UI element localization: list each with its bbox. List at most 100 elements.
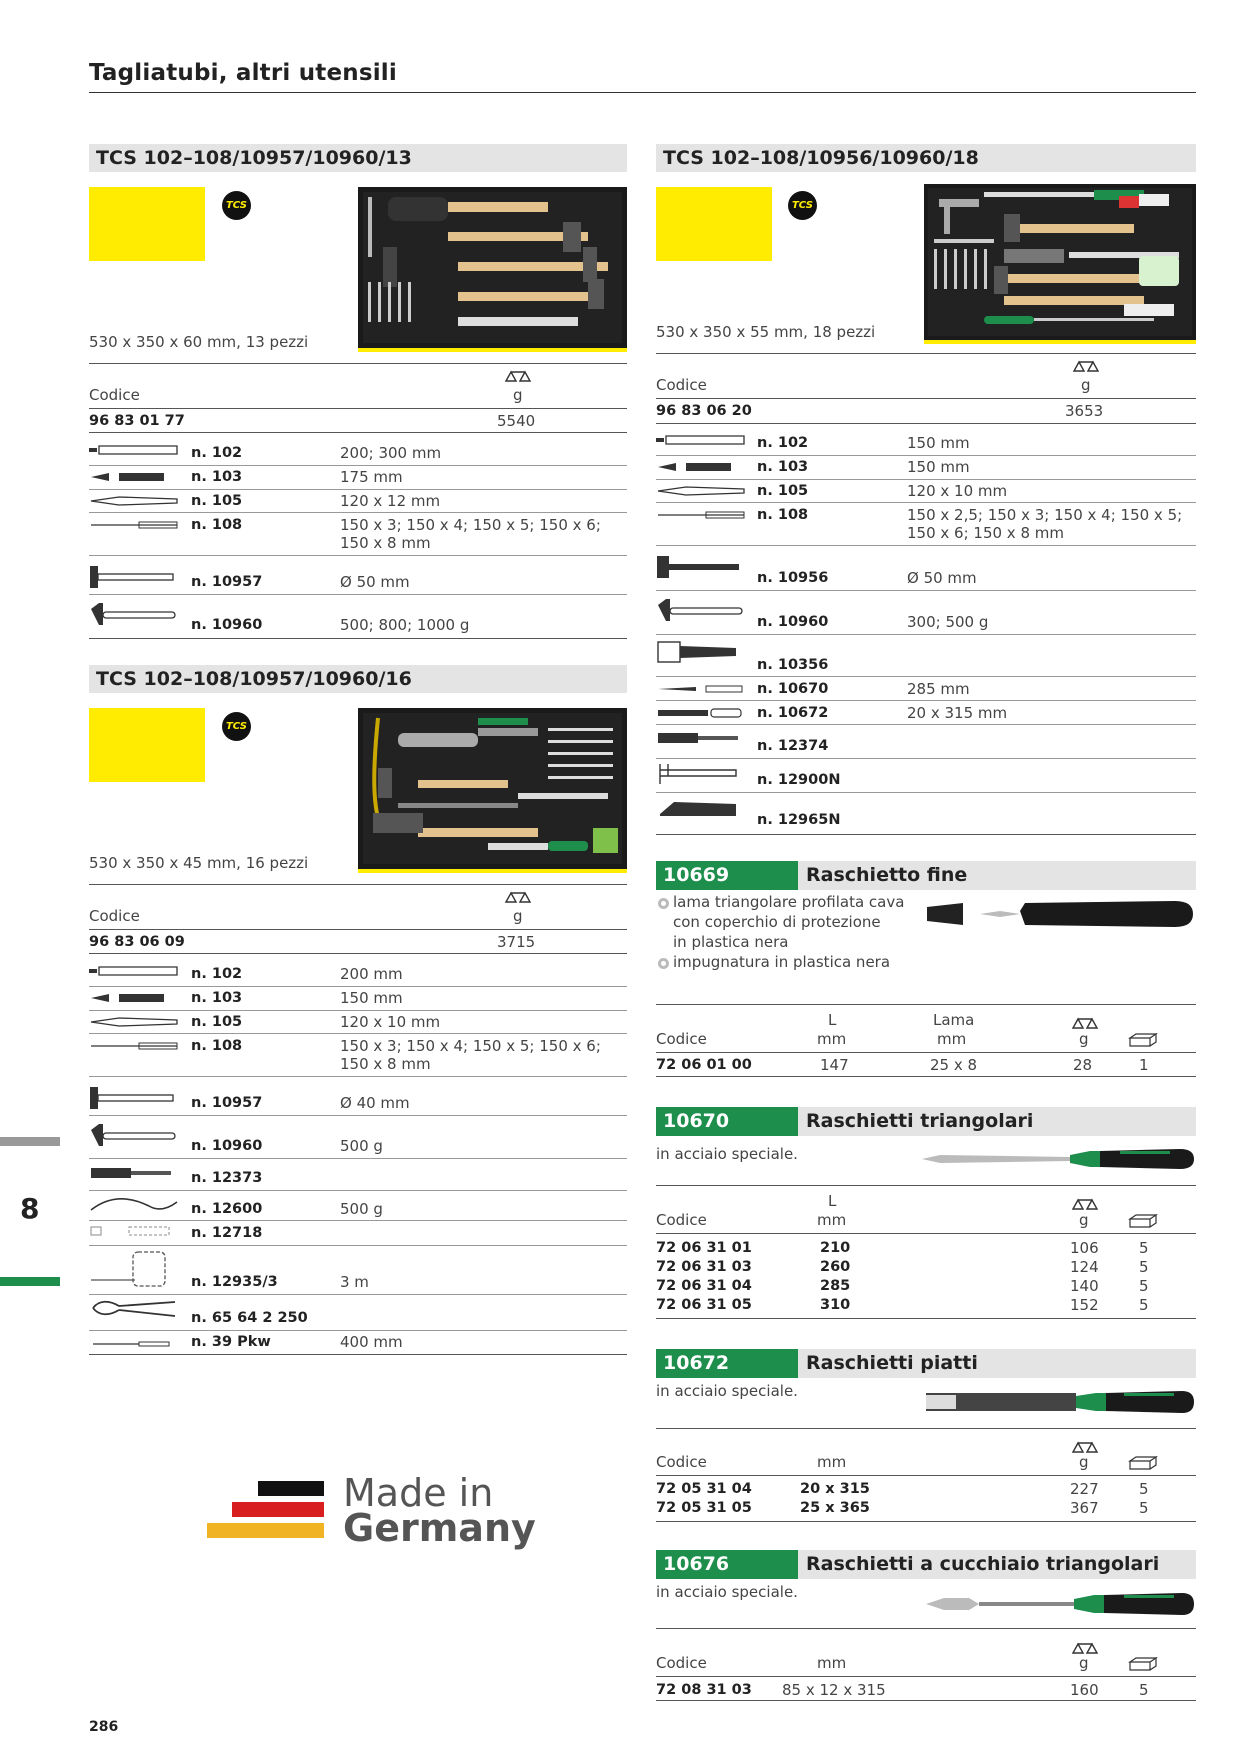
col-head-unit: mm bbox=[817, 1453, 847, 1471]
set18-row-n: n. 10956 bbox=[757, 570, 829, 586]
divider bbox=[89, 884, 627, 885]
germany-text: Germany bbox=[343, 1506, 536, 1550]
row-code: 72 05 31 04 bbox=[656, 1481, 752, 1497]
tool-icon bbox=[89, 990, 179, 1008]
flag-black-stripe bbox=[258, 1481, 324, 1496]
weight-unit: g bbox=[1079, 1211, 1089, 1229]
set13-row-value-cont: 150 x 8 mm bbox=[340, 534, 431, 552]
set18-row-n: n. 12965N bbox=[757, 812, 841, 828]
set16-row-n: n. 105 bbox=[191, 1014, 243, 1030]
tcs-badge-icon: TCS bbox=[788, 191, 817, 220]
divider bbox=[89, 512, 627, 513]
bullet-text: lama triangolare profilata cava bbox=[673, 893, 905, 911]
divider bbox=[656, 545, 1196, 546]
divider bbox=[89, 1354, 627, 1355]
row-length: 285 bbox=[820, 1278, 851, 1294]
set16-row-value: 200 mm bbox=[340, 965, 403, 983]
row-code: 72 06 31 03 bbox=[656, 1259, 752, 1275]
product-number: 10670 bbox=[656, 1107, 798, 1136]
set18-title: TCS 102–108/10956/10960/18 bbox=[656, 144, 1196, 172]
divider bbox=[89, 555, 627, 556]
set13-row-n: n. 103 bbox=[191, 469, 243, 485]
set18-row-value: 20 x 315 mm bbox=[907, 704, 1008, 722]
package-icon bbox=[1128, 1455, 1158, 1475]
tool-icon bbox=[656, 459, 746, 477]
set13-row-n: n. 102 bbox=[191, 445, 243, 461]
set18-row-n: n. 102 bbox=[757, 435, 809, 451]
flag-red-stripe bbox=[232, 1502, 324, 1517]
row-size: 20 x 315 bbox=[800, 1481, 870, 1497]
set16-yellow-box bbox=[89, 708, 205, 782]
row-weight: 227 bbox=[1070, 1480, 1099, 1498]
wire-brush-icon bbox=[656, 730, 746, 750]
row-size: 85 x 12 x 315 bbox=[782, 1681, 886, 1699]
row-code: 72 06 31 04 bbox=[656, 1278, 752, 1294]
set18-row-n: n. 10356 bbox=[757, 657, 829, 673]
set16-row-n: n. 10960 bbox=[191, 1138, 263, 1154]
set18-row-n: n. 10960 bbox=[757, 614, 829, 630]
set16-title: TCS 102–108/10957/10960/16 bbox=[89, 665, 627, 693]
set18-row-value-cont: 150 x 6; 150 x 8 mm bbox=[907, 524, 1064, 542]
divider bbox=[656, 1475, 1196, 1476]
weight-unit: g bbox=[513, 907, 523, 925]
tool-icon bbox=[89, 517, 179, 535]
row-blade: 25 x 8 bbox=[930, 1056, 978, 1074]
divider bbox=[656, 634, 1196, 635]
scraper-icon bbox=[656, 640, 746, 668]
divider bbox=[656, 792, 1196, 793]
divider bbox=[656, 834, 1196, 835]
package-icon bbox=[1128, 1213, 1158, 1233]
divider bbox=[89, 929, 627, 930]
product-desc: in acciaio speciale. bbox=[656, 1583, 798, 1601]
row-pack: 5 bbox=[1139, 1258, 1149, 1276]
set16-row-n: n. 12373 bbox=[191, 1170, 263, 1186]
set13-tray-photo bbox=[358, 187, 627, 352]
divider bbox=[89, 1010, 627, 1011]
tool-icon bbox=[656, 483, 746, 501]
page-number: 286 bbox=[89, 1719, 119, 1735]
locking-pliers-icon bbox=[89, 1298, 179, 1324]
set18-row-value: 150 mm bbox=[907, 458, 970, 476]
scraper-icon bbox=[656, 705, 746, 723]
set16-row-value: 500 g bbox=[340, 1200, 383, 1218]
set13-row-n: n. 108 bbox=[191, 517, 243, 533]
divider bbox=[89, 1033, 627, 1034]
set16-weight: 3715 bbox=[497, 933, 536, 951]
tool-icon bbox=[89, 964, 179, 982]
bullet-text: in plastica nera bbox=[673, 933, 789, 951]
weight-unit: g bbox=[1079, 1654, 1089, 1672]
set13-weight: 5540 bbox=[497, 412, 536, 430]
bullet-text: con coperchio di protezione bbox=[673, 913, 881, 931]
wire-brush-icon bbox=[89, 1164, 179, 1186]
set16-row-n: n. 103 bbox=[191, 990, 243, 1006]
codice-label: Codice bbox=[656, 376, 707, 394]
product-desc: in acciaio speciale. bbox=[656, 1382, 798, 1400]
divider bbox=[656, 1521, 1196, 1522]
product-title: Raschietti piatti bbox=[798, 1349, 1196, 1378]
set18-row-value: 150 mm bbox=[907, 434, 970, 452]
divider bbox=[656, 676, 1196, 677]
set18-row-n: n. 10670 bbox=[757, 681, 829, 697]
weight-unit: g bbox=[513, 386, 523, 404]
product-title: Raschietto fine bbox=[798, 861, 1196, 890]
col-head-lama: Lama bbox=[933, 1011, 975, 1029]
set18-yellow-box bbox=[656, 187, 772, 261]
set16-row-value: 3 m bbox=[340, 1273, 369, 1291]
set13-row-n: n. 10957 bbox=[191, 574, 263, 590]
row-pack: 5 bbox=[1139, 1480, 1149, 1498]
title-divider bbox=[89, 92, 1196, 93]
set18-tray-photo bbox=[924, 184, 1196, 344]
set16-row-n: n. 108 bbox=[191, 1038, 243, 1054]
set16-row-value-cont: 150 x 8 mm bbox=[340, 1055, 431, 1073]
row-weight: 28 bbox=[1073, 1056, 1093, 1074]
set16-row-n: n. 65 64 2 250 bbox=[191, 1310, 308, 1326]
set18-row-n: n. 10672 bbox=[757, 705, 829, 721]
flat-scraper-image bbox=[924, 1388, 1196, 1420]
divider bbox=[656, 758, 1196, 759]
divider bbox=[89, 489, 627, 490]
set13-row-n: n. 105 bbox=[191, 493, 243, 509]
divider bbox=[89, 1245, 627, 1246]
set16-row-n: n. 12600 bbox=[191, 1201, 263, 1217]
divider bbox=[89, 638, 627, 639]
divider bbox=[656, 1004, 1196, 1005]
